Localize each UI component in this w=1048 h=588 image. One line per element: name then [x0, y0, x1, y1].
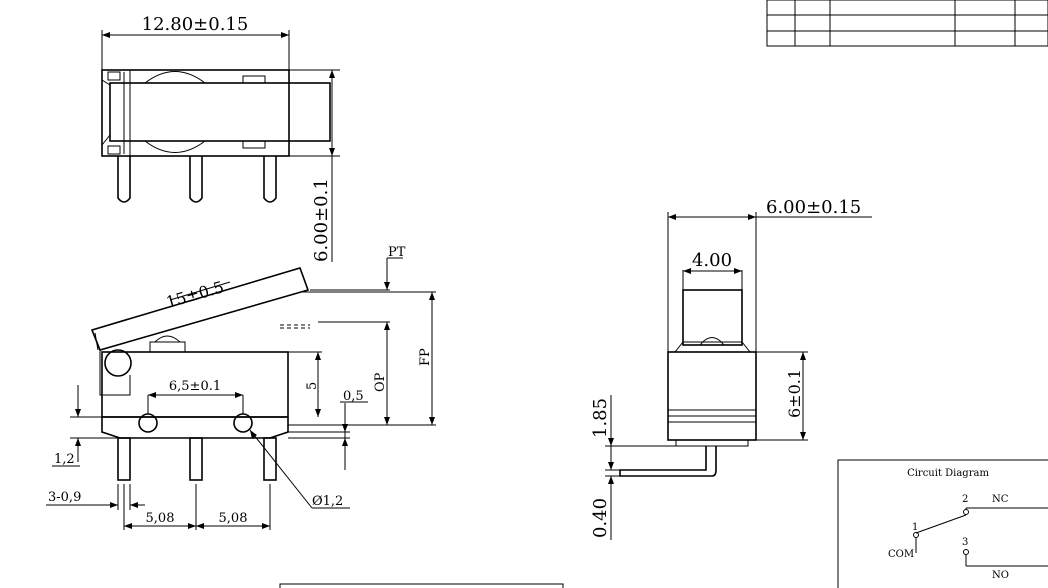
circuit-title: Circuit Diagram — [907, 468, 989, 479]
dim-12: 1,2 — [54, 452, 75, 467]
op-label: OP — [373, 372, 388, 392]
pt-label: PT — [388, 245, 406, 260]
pin3-label: 3 — [962, 537, 968, 548]
fp-label: FP — [418, 348, 433, 366]
top-width-dim: 12.80±0.15 — [142, 14, 249, 35]
hole-diameter-dim: Ø1,2 — [312, 494, 343, 509]
dim-040: 0.40 — [590, 498, 611, 538]
pin1-label: 1 — [912, 522, 918, 533]
top-view: 12.80±0.15 6.00±0.1 — [101, 14, 340, 262]
title-block-table — [766, 0, 1048, 47]
top-height-dim: 6.00±0.1 — [311, 178, 332, 262]
com-label: COM — [888, 549, 914, 560]
circuit-diagram: Circuit Diagram 1 COM 2 NC 3 NO — [837, 459, 1048, 588]
pin2-label: 2 — [962, 494, 968, 505]
nc-label: NC — [992, 494, 1009, 505]
actuator-width-dim: 4.00 — [692, 250, 732, 271]
hole-spacing-dim: 6,5±0.1 — [169, 379, 221, 394]
dim-05: 0,5 — [343, 389, 364, 404]
pitch-1-dim: 5,08 — [146, 511, 175, 526]
bottom-frame — [279, 583, 564, 588]
dim-5: 5 — [305, 382, 320, 390]
dim-185: 1.85 — [590, 398, 611, 438]
end-width-dim: 6.00±0.15 — [766, 197, 861, 218]
lever-length-dim: 15±0.5 — [164, 277, 226, 312]
no-label: NO — [992, 570, 1009, 581]
end-view: 6.00±0.15 4.00 6±0.1 1. — [590, 197, 872, 540]
pin-width-dim: 3-0,9 — [48, 490, 81, 505]
pitch-2-dim: 5,08 — [219, 511, 248, 526]
side-view: 15±0.5 PT OP FP — [46, 245, 436, 530]
end-height-dim: 6±0.1 — [785, 369, 804, 418]
